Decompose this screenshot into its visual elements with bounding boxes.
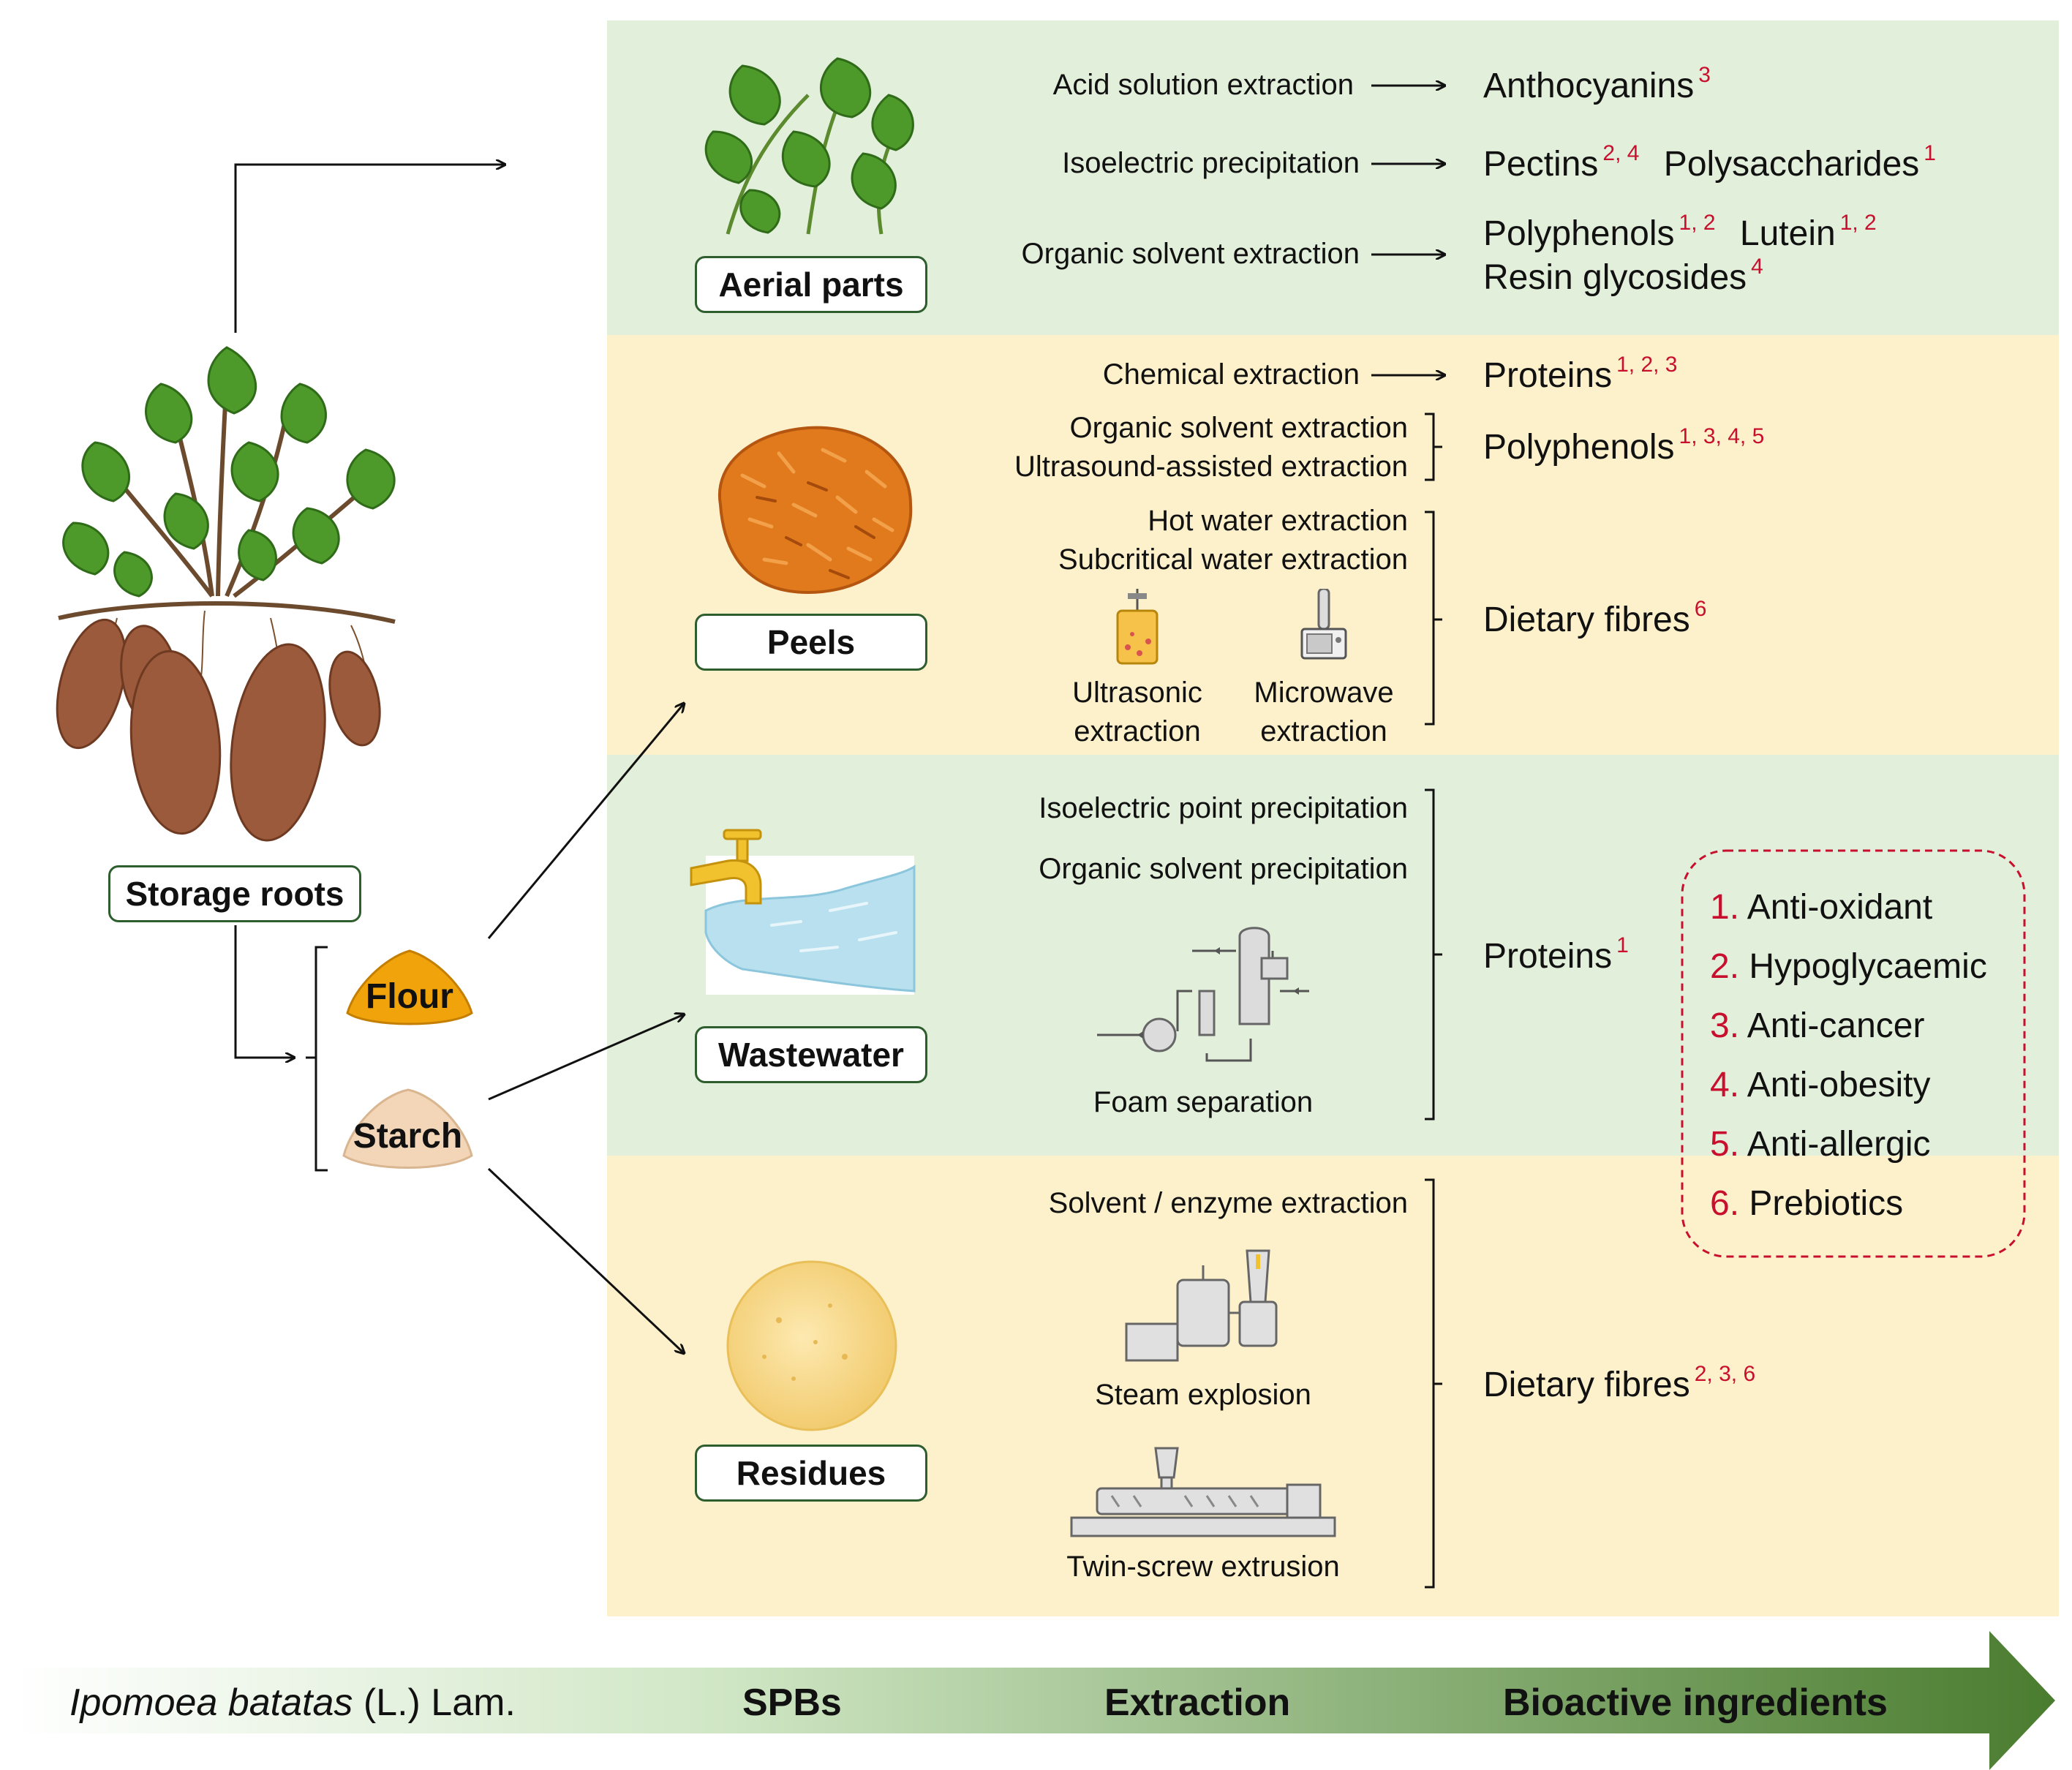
axis-bioactive-label: Bioactive ingredients [1503, 1682, 1888, 1724]
aerial-parts-illustration [704, 57, 914, 235]
method-organic-solvent: Organic solvent extraction [1021, 238, 1360, 270]
flour-pile-icon [346, 949, 473, 1025]
method-foam-separation: Foam separation [1093, 1086, 1314, 1118]
method-organic-solvent-precipitation: Organic solvent precipitation [1039, 853, 1408, 885]
microwave-extractor-icon [1300, 589, 1347, 660]
method-hot-water: Hot water extraction [1148, 505, 1408, 537]
microwave-label-line1: Microwave [1254, 677, 1394, 709]
spb-peels-label: Peels [695, 614, 927, 671]
starch-pile-icon [342, 1088, 473, 1169]
benefit-6: 6. Prebiotics [1710, 1184, 1904, 1223]
method-isoelectric-point-precipitation: Isoelectric point precipitation [1039, 792, 1408, 824]
spb-residues-label: Residues [695, 1445, 927, 1502]
microwave-label-line2: extraction [1260, 715, 1387, 747]
method-isoelectric-precipitation: Isoelectric precipitation [1062, 147, 1360, 179]
benefit-4: 4. Anti-obesity [1710, 1066, 1931, 1104]
wastewater-illustration [690, 829, 916, 995]
method-ultrasound-assisted: Ultrasound-assisted extraction [1014, 451, 1408, 483]
method-solvent-enzyme: Solvent / enzyme extraction [1048, 1187, 1408, 1219]
axis-spbs-label: SPBs [742, 1682, 842, 1724]
twin-screw-extruder-icon [1070, 1447, 1336, 1537]
process-arrow [15, 1631, 2055, 1770]
ultrasonic-extractor-icon [1116, 589, 1159, 665]
steam-explosion-apparatus-icon [1125, 1249, 1278, 1362]
method-steam-explosion: Steam explosion [1095, 1379, 1311, 1411]
connector-lines [234, 0, 2026, 1589]
spb-wastewater-label: Wastewater [695, 1026, 927, 1083]
spb-aerial-parts-label: Aerial parts [695, 256, 927, 313]
method-chemical-extraction: Chemical extraction [1102, 358, 1360, 391]
residues-illustration [726, 1260, 897, 1431]
starch-label: Starch [353, 1117, 463, 1156]
benefit-2: 2. Hypoglycaemic [1710, 947, 1987, 986]
benefit-1: 1. Anti-oxidant [1710, 888, 1933, 927]
benefit-5: 5. Anti-allergic [1710, 1125, 1931, 1164]
sweet-potato-plant-illustration [56, 346, 396, 842]
foam-separation-apparatus-icon [1097, 927, 1309, 1062]
benefit-3: 3. Anti-cancer [1710, 1006, 1925, 1045]
storage-roots-label: Storage roots [108, 865, 361, 922]
method-subcritical-water: Subcritical water extraction [1058, 543, 1408, 576]
ultrasonic-label-line1: Ultrasonic [1072, 677, 1202, 709]
method-acid-solution: Acid solution extraction [1052, 69, 1354, 101]
axis-extraction-label: Extraction [1104, 1682, 1291, 1724]
peels-illustration [717, 426, 913, 595]
axis-species-label: Ipomoea batatas (L.) Lam. [69, 1682, 516, 1724]
ultrasonic-label-line2: extraction [1074, 715, 1201, 747]
method-twin-screw-extrusion: Twin-screw extrusion [1066, 1551, 1340, 1583]
flour-label: Flour [366, 977, 453, 1016]
method-organic-solvent-extraction: Organic solvent extraction [1069, 412, 1408, 444]
